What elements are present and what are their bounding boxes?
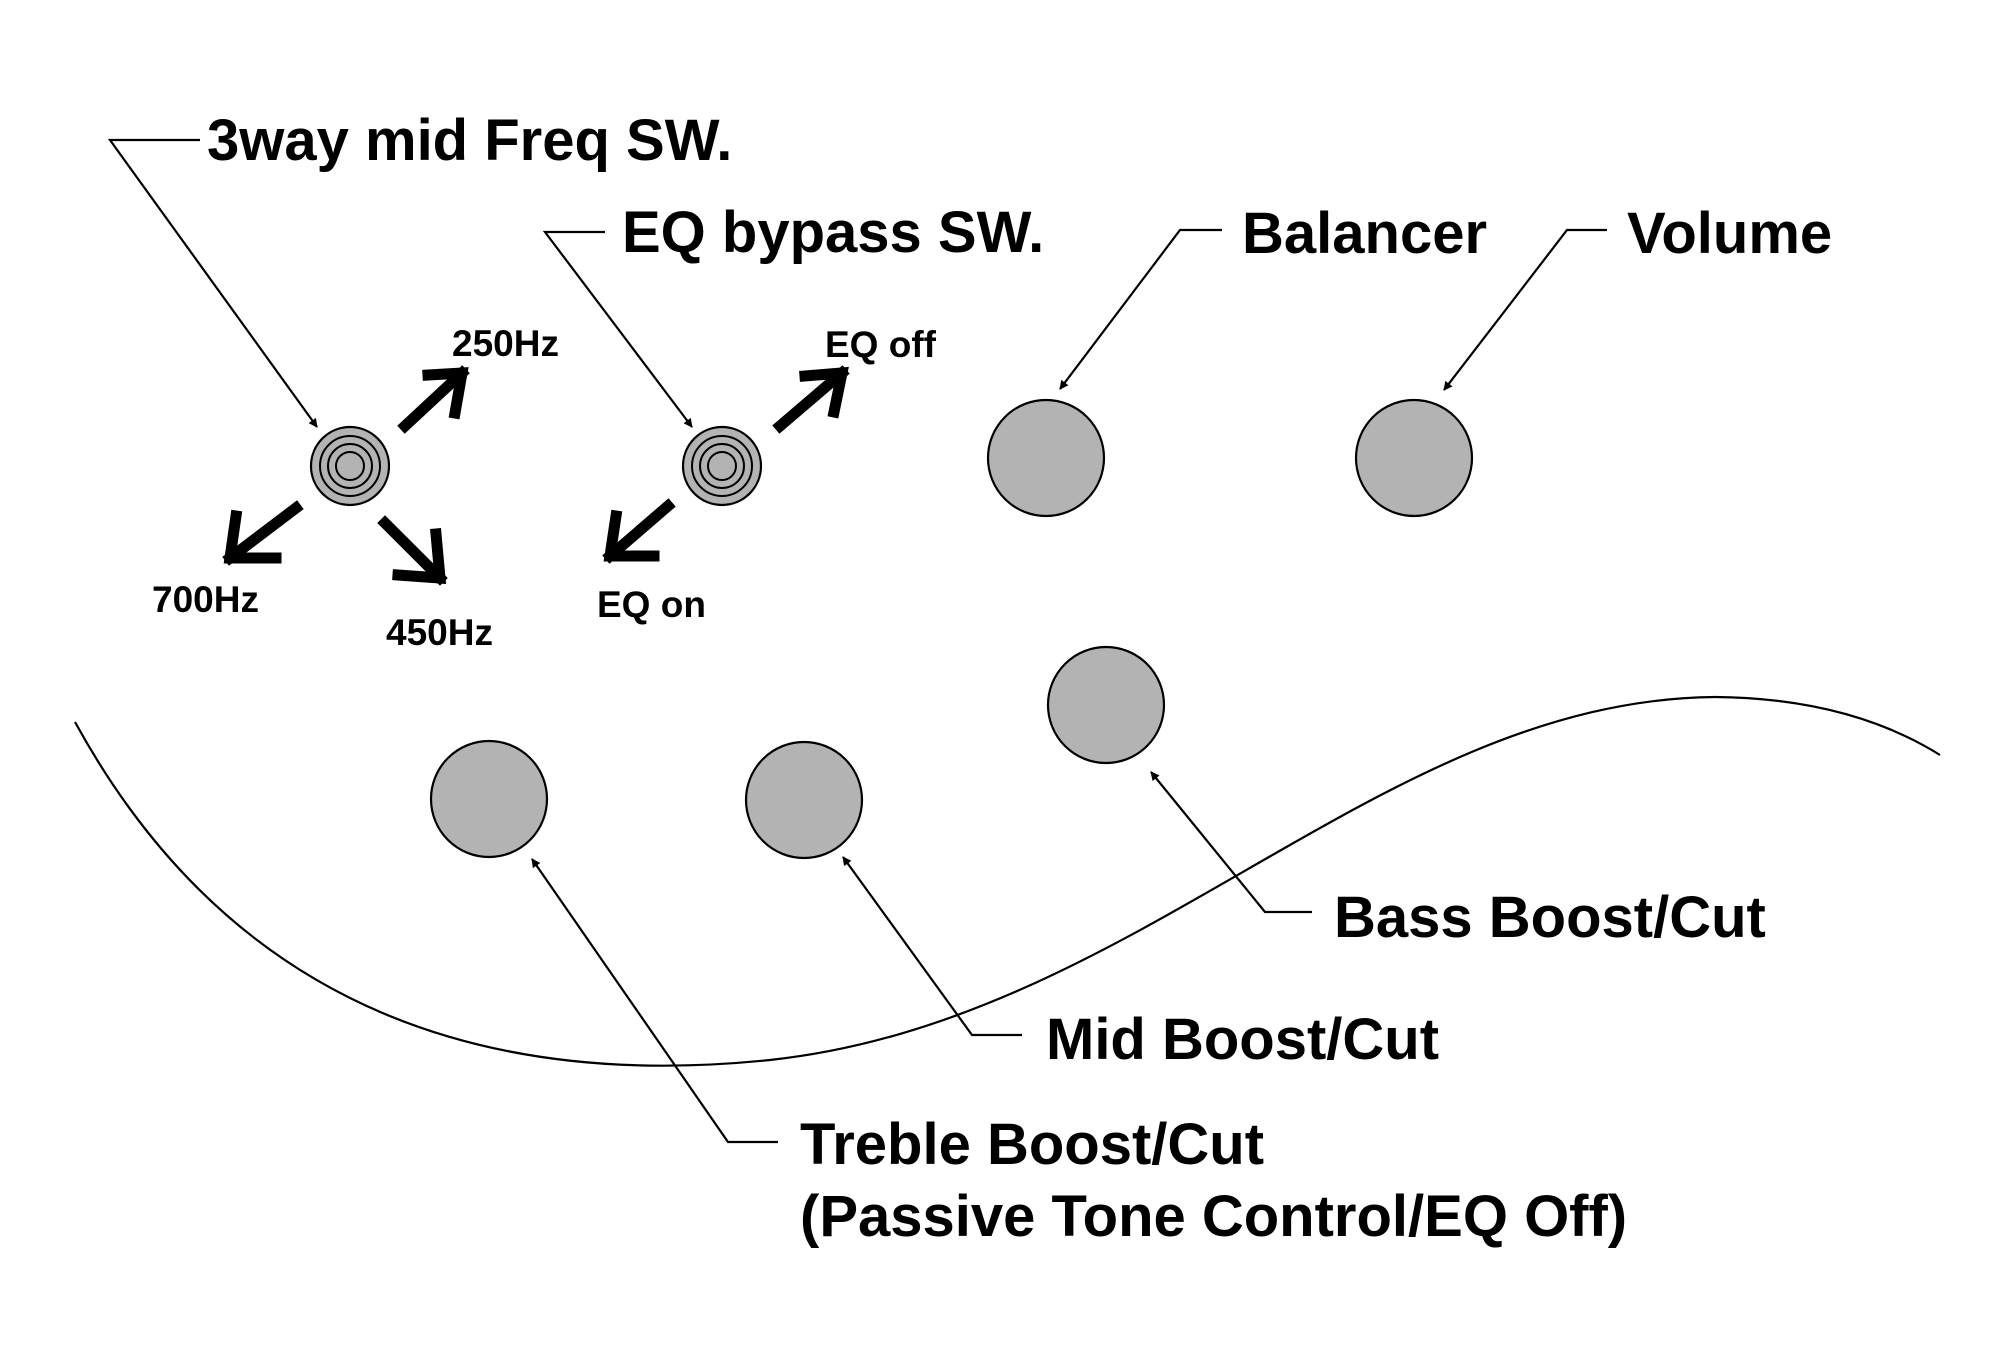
leader-treble	[531, 858, 778, 1144]
label-bass: Bass Boost/Cut	[1334, 885, 1766, 950]
label-700hz: 700Hz	[152, 579, 259, 620]
eq-bypass-switch[interactable]	[681, 425, 763, 507]
bass-knob[interactable]	[1046, 645, 1166, 765]
leader-freq-switch	[107, 138, 318, 428]
label-eq-on: EQ on	[597, 584, 706, 625]
leader-bypass-switch	[542, 230, 693, 428]
volume-knob[interactable]	[1354, 398, 1474, 518]
arrow-450hz-icon	[377, 515, 448, 586]
leader-mid	[842, 856, 1022, 1037]
leader-bass	[1150, 771, 1312, 914]
balancer-knob[interactable]	[986, 398, 1106, 518]
arrow-eq-off-icon	[772, 365, 850, 434]
leader-volume	[1443, 228, 1607, 391]
body-contour-line	[74, 695, 1941, 1067]
arrow-eq-on-icon	[602, 498, 676, 564]
label-freq-switch: 3way mid Freq SW.	[207, 108, 732, 173]
arrow-250hz-icon	[397, 365, 470, 434]
treble-knob[interactable]	[429, 739, 549, 859]
mid-freq-switch[interactable]	[309, 425, 391, 507]
label-mid: Mid Boost/Cut	[1046, 1007, 1439, 1072]
label-bypass-switch: EQ bypass SW.	[622, 200, 1044, 265]
label-treble-line1: Treble Boost/Cut	[800, 1112, 1264, 1177]
label-eq-off: EQ off	[825, 324, 937, 365]
label-250hz: 250Hz	[452, 323, 559, 364]
label-treble-line2: (Passive Tone Control/EQ Off)	[800, 1184, 1627, 1249]
label-balancer: Balancer	[1242, 201, 1487, 266]
leader-balancer	[1059, 228, 1222, 390]
label-450hz: 450Hz	[386, 612, 493, 653]
arrow-700hz-icon	[222, 500, 304, 566]
label-volume: Volume	[1627, 201, 1832, 266]
mid-knob[interactable]	[744, 740, 864, 860]
